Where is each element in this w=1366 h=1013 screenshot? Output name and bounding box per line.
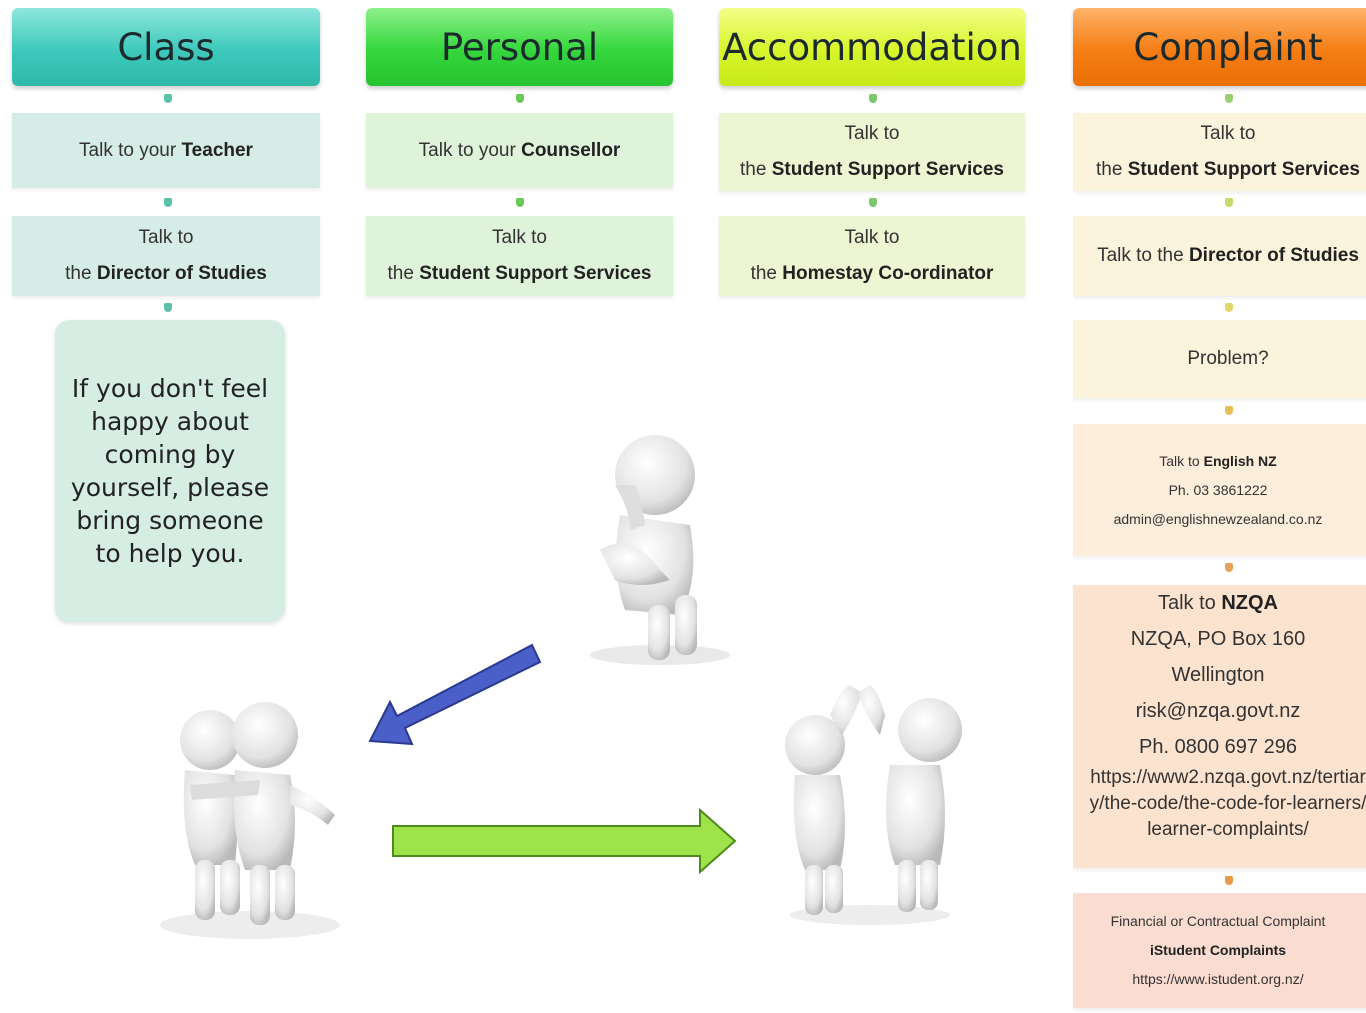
personal-step-support: Talk to the Student Support Services <box>366 216 673 296</box>
class-help-note: If you don't feel happy about coming by … <box>55 320 285 622</box>
header-personal: Personal <box>366 8 673 86</box>
nzqa-city: Wellington <box>1171 664 1265 686</box>
english-nz-email[interactable]: admin@englishnewzealand.co.nz <box>1113 510 1323 527</box>
header-personal-label: Personal <box>440 25 599 69</box>
connector-dot <box>164 303 172 312</box>
step-text: Talk to the <box>1097 245 1189 266</box>
class-step-director: Talk to the Director of Studies <box>12 216 320 296</box>
step-text: Talk to <box>138 227 194 248</box>
step-text: the <box>750 263 783 284</box>
step-bold-text: Teacher <box>181 139 253 161</box>
english-nz-phone: Ph. 03 3861222 <box>1168 481 1268 498</box>
step-text: the <box>387 263 420 284</box>
step-bold-text: Student Support Services <box>771 159 1004 180</box>
step-text: Talk to <box>492 227 547 248</box>
step-bold-text: Homestay Co-ordinator <box>782 263 994 284</box>
step-bold-text: Director of Studies <box>96 263 267 284</box>
connector-dot <box>1225 876 1233 885</box>
accommodation-step-homestay: Talk to the Homestay Co-ordinator <box>719 216 1025 296</box>
complaint-step-istudent: Financial or Contractual Complaint iStud… <box>1073 893 1366 1008</box>
header-class-label: Class <box>117 25 215 69</box>
nzqa-email[interactable]: risk@nzqa.govt.nz <box>1135 700 1301 722</box>
nzqa-address: NZQA, PO Box 160 <box>1130 628 1306 650</box>
connector-dot <box>164 94 172 103</box>
complaint-step-nzqa: Talk to NZQA NZQA, PO Box 160 Wellington… <box>1073 585 1366 868</box>
istudent-url-link[interactable]: https://www.istudent.org.nz/ <box>1132 971 1304 987</box>
complaint-step-problem: Problem? <box>1073 320 1366 398</box>
connector-dot <box>869 94 877 103</box>
step-bold-text: iStudent Complaints <box>1149 942 1287 958</box>
header-complaint: Complaint <box>1073 8 1366 86</box>
blue-arrow-icon <box>368 643 542 746</box>
class-step-teacher: Talk to your Teacher <box>12 113 320 188</box>
header-accommodation: Accommodation <box>719 8 1025 86</box>
step-text: Talk to <box>1157 592 1222 614</box>
helping-figures-icon <box>160 702 340 939</box>
high-five-figures-icon <box>785 685 962 925</box>
step-text: Talk to <box>1159 452 1204 469</box>
connector-dot <box>869 198 877 207</box>
sad-figure-icon <box>590 435 730 665</box>
step-bold-text: Counsellor <box>521 139 621 161</box>
complaint-step-english-nz: Talk to English NZ Ph. 03 3861222 admin@… <box>1073 424 1366 556</box>
connector-dot <box>1225 303 1233 312</box>
nzqa-phone: Ph. 0800 697 296 <box>1139 736 1297 758</box>
green-arrow-icon <box>392 808 737 874</box>
header-class: Class <box>12 8 320 86</box>
step-text: Talk to <box>1200 123 1256 144</box>
accommodation-step-support: Talk to the Student Support Services <box>719 113 1025 191</box>
complaint-step-support: Talk to the Student Support Services <box>1073 113 1366 191</box>
step-text: Problem? <box>1187 348 1269 369</box>
step-text: Financial or Contractual Complaint <box>1110 913 1326 929</box>
connector-dot <box>516 198 524 207</box>
step-text: Talk to <box>844 123 900 144</box>
step-bold-text: Student Support Services <box>1127 159 1360 180</box>
step-bold-text: Director of Studies <box>1188 245 1359 266</box>
step-text: the <box>740 159 772 180</box>
header-complaint-label: Complaint <box>1133 25 1323 69</box>
step-text: the <box>65 263 97 284</box>
connector-dot <box>1225 563 1233 572</box>
connector-dot <box>1225 94 1233 103</box>
step-text: Talk to your <box>418 139 522 161</box>
step-text: Talk to your <box>79 139 182 161</box>
personal-step-counsellor: Talk to your Counsellor <box>366 113 673 188</box>
connector-dot <box>164 198 172 207</box>
complaint-column: Talk to the Student Support Services Tal… <box>1073 0 1366 1013</box>
complaint-step-director: Talk to the Director of Studies <box>1073 216 1366 296</box>
connector-dot <box>1225 406 1233 415</box>
step-text: Talk to <box>844 227 900 248</box>
connector-dot <box>516 94 524 103</box>
step-bold-text: Student Support Services <box>419 263 652 284</box>
step-text: the <box>1096 159 1128 180</box>
header-accommodation-label: Accommodation <box>722 25 1022 69</box>
connector-dot <box>1225 198 1233 207</box>
class-help-note-text: If you don't feel happy about coming by … <box>70 374 270 568</box>
step-bold-text: English NZ <box>1203 452 1277 469</box>
step-bold-text: NZQA <box>1221 592 1279 614</box>
nzqa-url-link[interactable]: https://www2.nzqa.govt.nz/tertiary/the-c… <box>1089 767 1366 840</box>
